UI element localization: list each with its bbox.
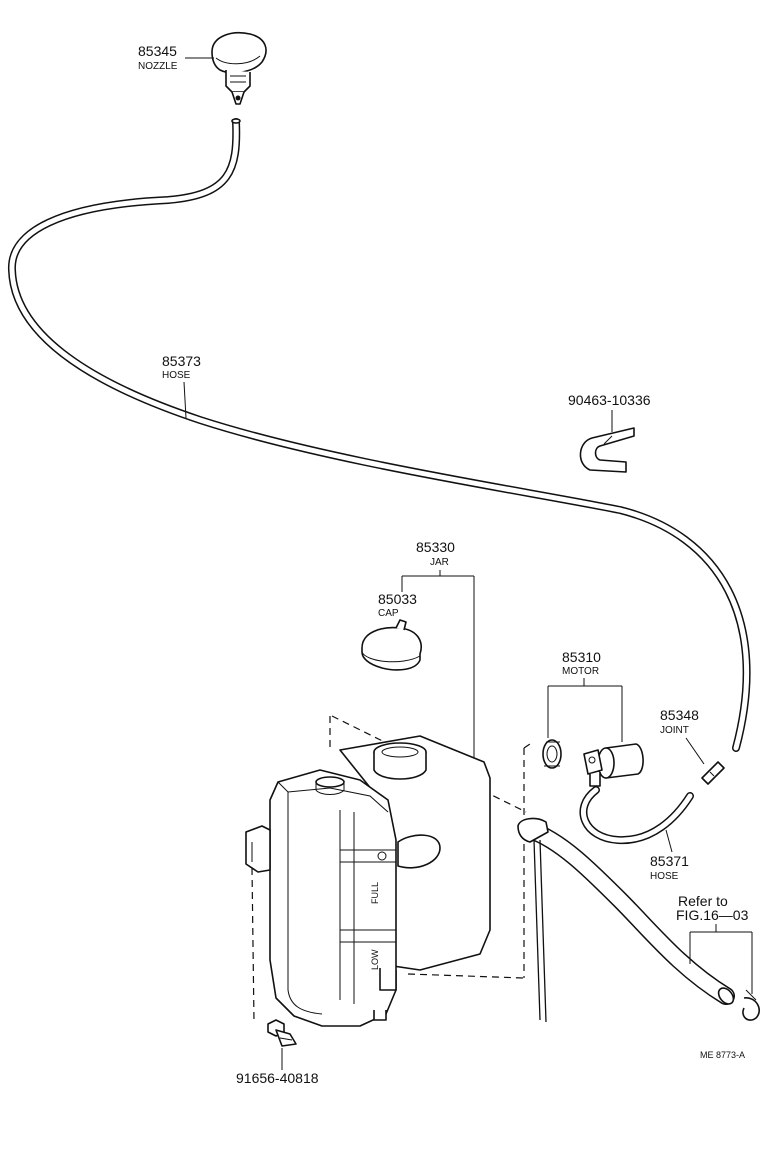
long-hose-name: HOSE (162, 370, 191, 381)
clamp-part (579, 427, 635, 473)
bolt-number: 91656-40818 (236, 1070, 319, 1086)
reference-line1: Refer to (678, 893, 728, 909)
grommet-part (542, 739, 562, 769)
cap-number: 85033 (378, 591, 417, 607)
joint-part (701, 761, 725, 785)
washer-jar: FULL LOW (245, 735, 491, 1027)
long-hose-leader (183, 381, 187, 419)
joint-number: 85348 (660, 707, 699, 723)
short-hose-leader (665, 829, 673, 853)
motor-leader (547, 678, 623, 742)
reference-leader (689, 924, 753, 994)
clamp-number: 90463-10336 (568, 392, 651, 408)
diagram-code: ME 8773-A (700, 1050, 745, 1060)
joint-leader (685, 737, 705, 765)
cap-name: CAP (378, 608, 399, 619)
hose-clip-part (742, 989, 760, 1021)
filler-hose-part (517, 817, 735, 1023)
bolt-part (267, 1019, 297, 1047)
jar-low-mark: LOW (370, 949, 380, 970)
long-hose-part (7, 118, 751, 752)
nozzle-name: NOZZLE (138, 61, 178, 72)
nozzle-number: 85345 (138, 43, 177, 59)
nozzle-part (211, 32, 267, 105)
short-hose-part (579, 786, 694, 845)
jar-number: 85330 (416, 539, 455, 555)
long-hose-number: 85373 (162, 353, 201, 369)
cap-part (361, 619, 422, 671)
motor-name: MOTOR (562, 666, 599, 677)
joint-name: JOINT (660, 725, 689, 736)
jar-full-mark: FULL (370, 882, 380, 904)
jar-name: JAR (430, 557, 449, 568)
short-hose-number: 85371 (650, 853, 689, 869)
jar-leader (401, 570, 475, 760)
motor-part (583, 743, 644, 787)
short-hose-name: HOSE (650, 871, 679, 882)
reference-line2: FIG.16—03 (676, 907, 749, 923)
motor-number: 85310 (562, 649, 601, 665)
